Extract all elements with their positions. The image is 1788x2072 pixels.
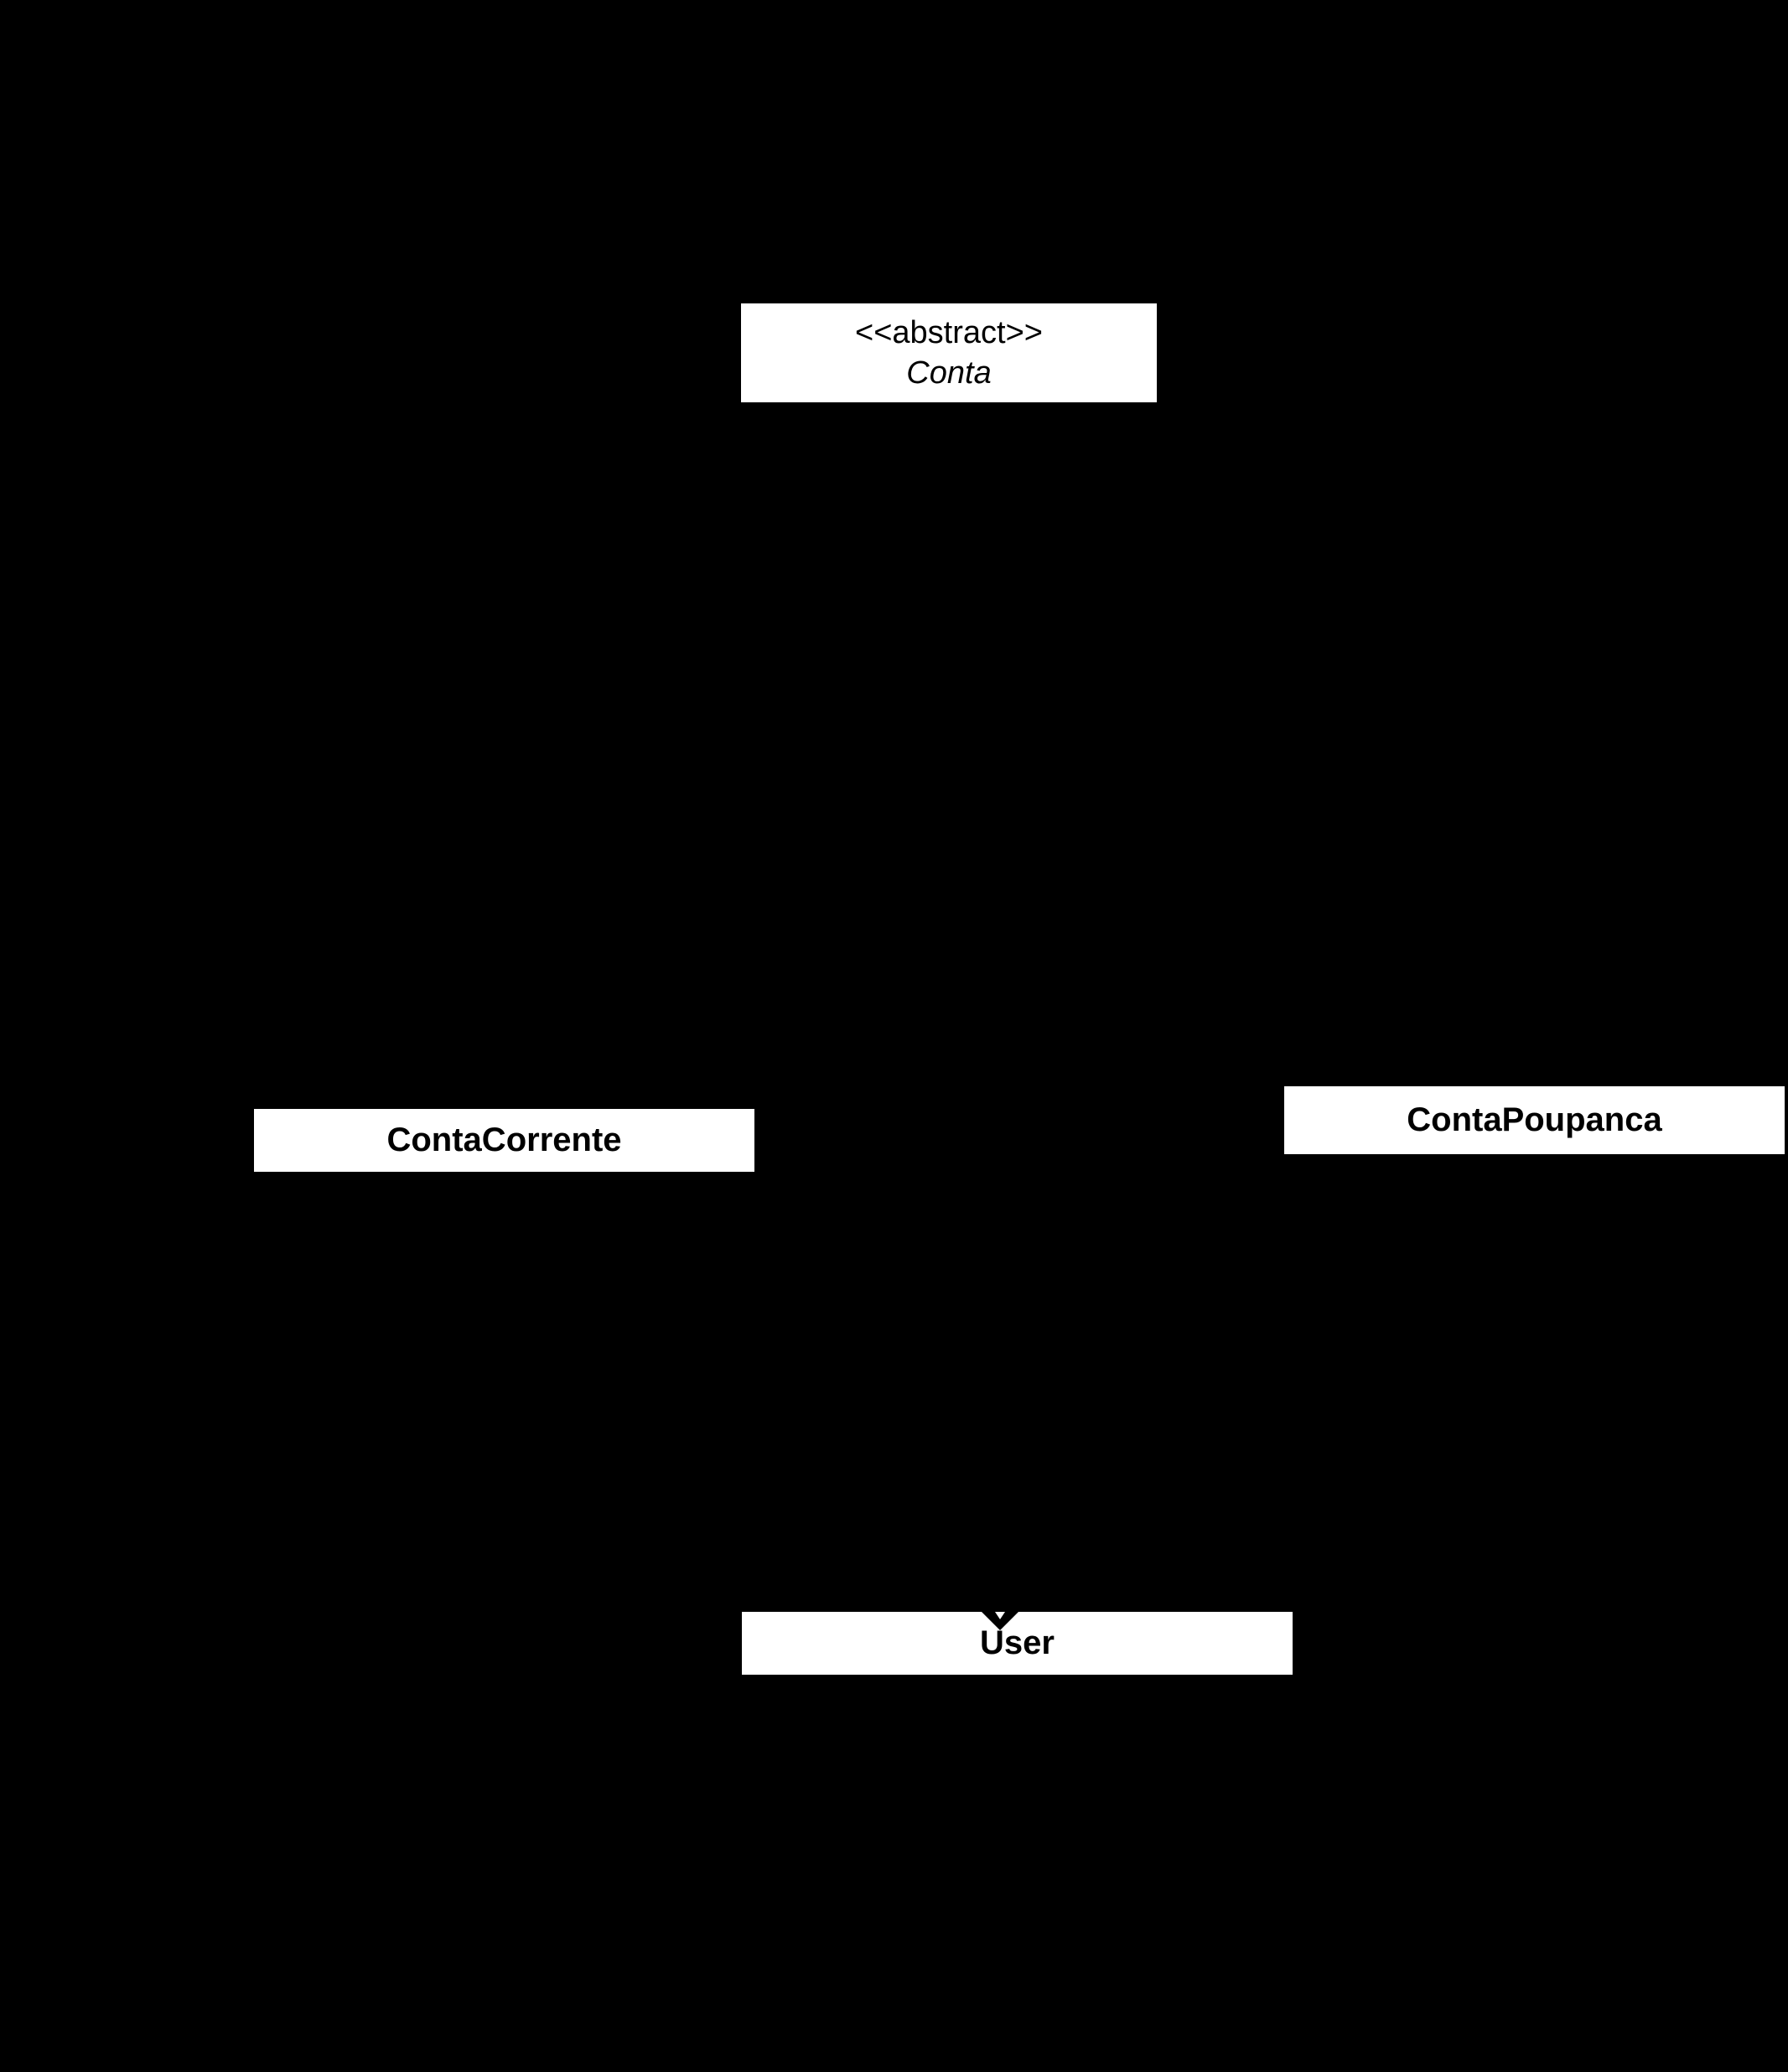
class-node-conta-poupanca[interactable]: ContaPoupanca — [1284, 1086, 1785, 1154]
conta-class-name: Conta — [906, 355, 992, 391]
class-node-user[interactable]: User — [742, 1612, 1293, 1675]
class-node-conta[interactable]: <<abstract>> Conta — [741, 303, 1157, 402]
conta-stereotype-label: <<abstract>> — [855, 315, 1043, 350]
conta-poupanca-class-name: ContaPoupanca — [1407, 1101, 1662, 1138]
class-node-conta-corrente[interactable]: ContaCorrente — [254, 1109, 754, 1172]
conta-corrente-class-name: ContaCorrente — [386, 1121, 622, 1158]
user-class-name: User — [980, 1624, 1055, 1661]
